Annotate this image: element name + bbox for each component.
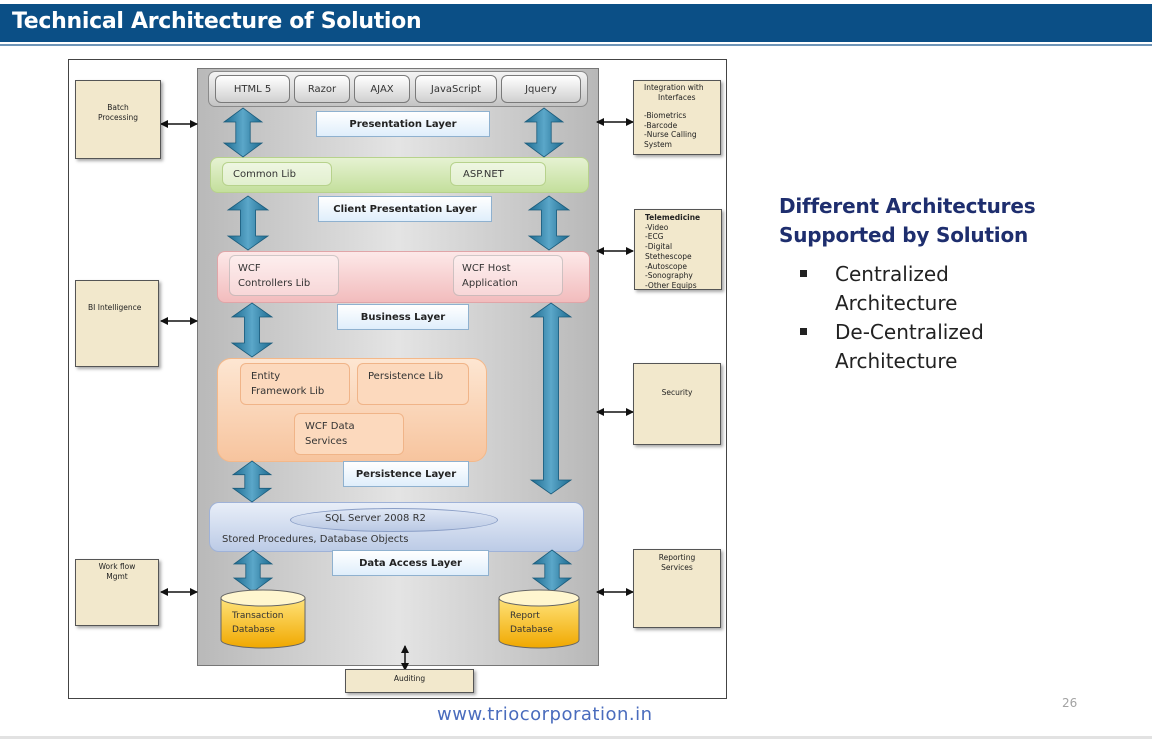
data-access-layer-label: Data Access Layer <box>332 550 489 576</box>
tech-javascript: JavaScript <box>415 75 497 103</box>
common-lib: Common Lib <box>222 162 332 186</box>
telemedicine-box: Telemedicine -Video -ECG -Digital Stethe… <box>634 209 722 290</box>
client-left-arrow <box>226 195 270 251</box>
business-band <box>217 251 590 303</box>
security-box: Security <box>633 363 721 445</box>
client-right-arrow <box>527 195 571 251</box>
stored-procedures-label: Stored Procedures, Database Objects <box>222 534 409 545</box>
workflow-mgmt-box: Work flow Mgmt <box>75 559 159 626</box>
bullet-centralized: Centralized Architecture <box>800 260 984 318</box>
transaction-db-arrow <box>232 549 274 593</box>
tech-jquery: Jquery <box>501 75 581 103</box>
bullet-decentralized: De-Centralized Architecture <box>800 318 984 376</box>
report-database-cylinder <box>498 589 580 649</box>
presentation-layer-label: Presentation Layer <box>316 111 490 137</box>
title-bar <box>0 4 1152 46</box>
tech-html5: HTML 5 <box>215 75 290 103</box>
wcf-host-application: WCF Host Application <box>453 255 563 296</box>
client-presentation-band <box>210 157 589 193</box>
sql-server-ellipse <box>290 508 498 532</box>
integration-interfaces-box: Integration with Interfaces -Biometrics … <box>633 80 721 155</box>
reporting-services-box: Reporting Services <box>633 549 721 628</box>
bi-intelligence-box: BI Intelligence <box>75 280 159 367</box>
report-db-arrow <box>531 549 573 593</box>
slide-title: Technical Architecture of Solution <box>12 9 422 34</box>
presentation-left-arrow <box>222 107 264 158</box>
persistence-left-arrow <box>231 460 273 503</box>
business-left-arrow <box>230 302 274 358</box>
bullet-marker <box>800 328 807 335</box>
transaction-database-label: Transaction Database <box>232 611 284 635</box>
right-heading: Different Architectures Supported by Sol… <box>779 194 1036 247</box>
report-database-label: Report Database <box>510 611 553 635</box>
business-layer-label: Business Layer <box>337 304 469 330</box>
auditing-box: Auditing <box>345 669 474 693</box>
page-number: 26 <box>1062 696 1078 710</box>
bullet-marker <box>800 270 807 277</box>
client-presentation-layer-label: Client Presentation Layer <box>318 196 492 222</box>
footer-url: www.triocorporation.in <box>437 704 653 725</box>
business-data-right-arrow <box>529 302 573 495</box>
sql-server-label: SQL Server 2008 R2 <box>325 513 426 524</box>
architecture-bullets: Centralized Architecture De-Centralized … <box>800 260 984 376</box>
asp-net: ASP.NET <box>450 162 546 186</box>
entity-framework-lib: Entity Framework Lib <box>240 363 350 405</box>
wcf-data-services: WCF Data Services <box>294 413 404 455</box>
transaction-database-cylinder <box>220 589 306 649</box>
wcf-controllers-lib: WCF Controllers Lib <box>229 255 339 296</box>
tech-ajax: AJAX <box>354 75 410 103</box>
title-underline <box>0 44 1152 46</box>
tech-razor: Razor <box>294 75 350 103</box>
persistence-lib: Persistence Lib <box>357 363 469 405</box>
batch-processing-box: Batch Processing <box>75 80 161 159</box>
persistence-layer-label: Persistence Layer <box>343 461 469 487</box>
slide-bottom-edge <box>0 736 1152 739</box>
presentation-right-arrow <box>523 107 565 158</box>
